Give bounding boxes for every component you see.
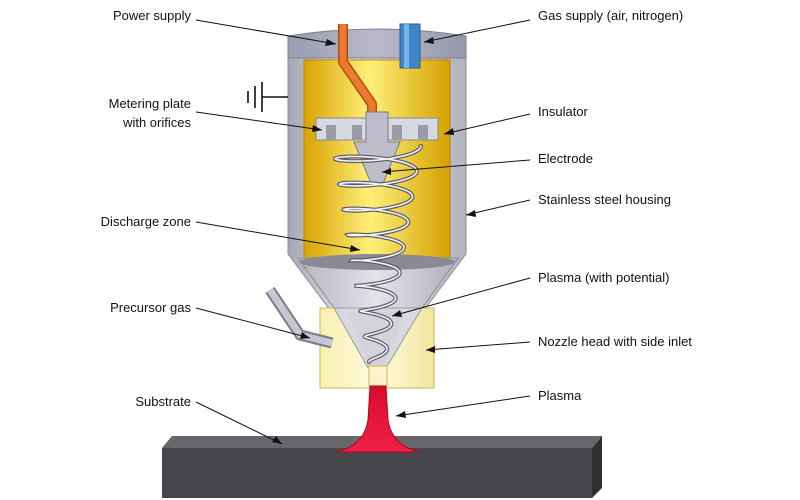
leader-metering-plate: [195, 111, 323, 131]
arrowhead-electrode: [382, 168, 391, 175]
label-precursor-gas: Precursor gas: [110, 300, 191, 315]
ground-symbol-icon: [247, 82, 288, 112]
leader-plasma: [395, 395, 531, 417]
label-gas-supply: Gas supply (air, nitrogen): [538, 8, 683, 23]
arrowhead-discharge-zone: [350, 245, 360, 252]
leader-substrate: [195, 401, 283, 445]
plasma-jet: [335, 385, 421, 453]
label-stainless-steel-housing: Stainless steel housing: [538, 192, 671, 207]
leader-arrowheads: [272, 37, 476, 444]
power-wire: [338, 24, 377, 116]
housing-top-cap: [287, 28, 467, 59]
arrowhead-substrate: [272, 436, 282, 444]
arrowhead-insulator: [444, 128, 454, 135]
arrowhead-housing: [466, 210, 476, 217]
leader-lines: [195, 19, 531, 445]
label-metering-plate: Metering plate: [109, 96, 191, 111]
label-electrode: Electrode: [538, 151, 593, 166]
nozzle-outlet: [368, 365, 388, 387]
leader-gas-supply: [423, 19, 531, 43]
label-plasma: Plasma: [538, 388, 582, 403]
label-substrate: Substrate: [135, 394, 191, 409]
label-power-supply: Power supply: [113, 8, 192, 23]
leader-power-supply: [195, 19, 337, 45]
leader-insulator: [443, 113, 531, 135]
arrowhead-plasma-potential: [392, 310, 402, 317]
leader-precursor-gas: [195, 307, 311, 339]
arrowhead-nozzle-head: [426, 346, 435, 353]
arrowhead-power-supply: [325, 39, 336, 46]
leader-housing: [465, 199, 531, 216]
substrate: [162, 436, 602, 498]
label-plasma-with-potential: Plasma (with potential): [538, 270, 670, 285]
label-nozzle-head: Nozzle head with side inlet: [538, 334, 692, 349]
label-discharge-zone: Discharge zone: [101, 214, 191, 229]
arrowhead-plasma: [396, 411, 406, 418]
label-insulator: Insulator: [538, 104, 589, 119]
arrowhead-gas-supply: [424, 37, 434, 44]
leader-electrode: [381, 159, 531, 173]
discharge-spiral: [333, 144, 423, 364]
arrowhead-metering-plate: [312, 125, 322, 132]
gas-supply-pipe: [399, 23, 421, 69]
leader-plasma-potential: [391, 277, 531, 317]
leader-nozzle-head: [425, 341, 531, 351]
label-metering-plate-sub: with orifices: [122, 115, 191, 130]
leader-discharge-zone: [195, 221, 361, 251]
arrowhead-precursor-gas: [300, 332, 310, 339]
